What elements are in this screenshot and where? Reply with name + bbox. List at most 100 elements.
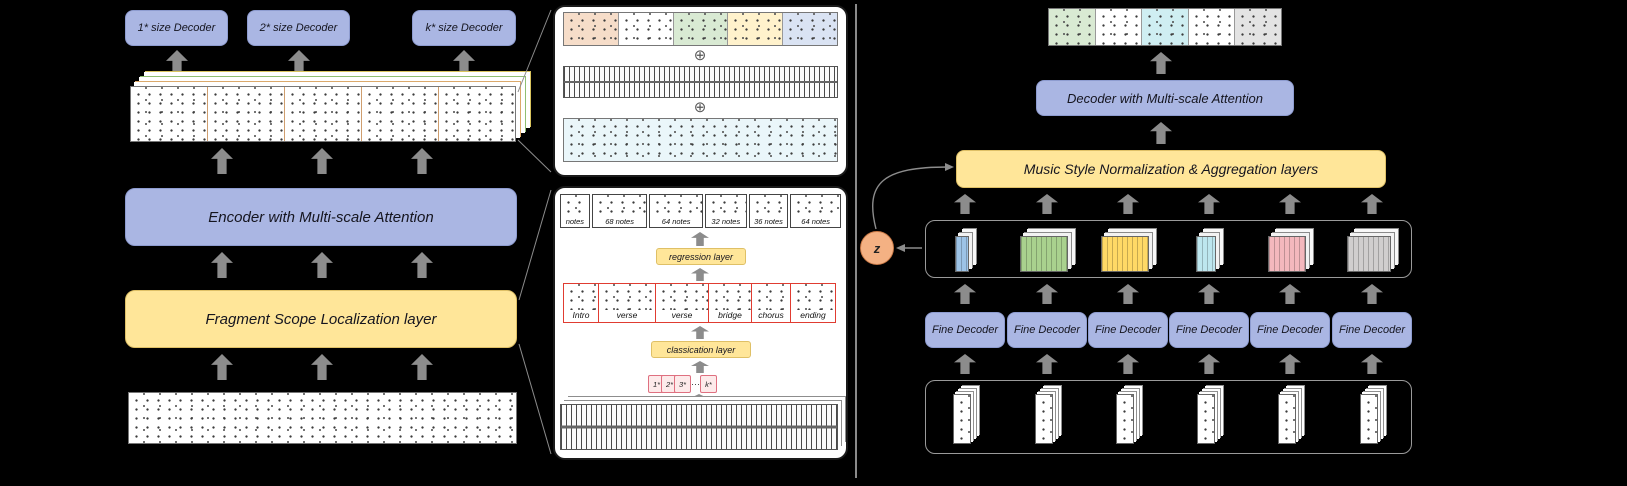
fragment-pages-stack: [1278, 394, 1296, 444]
output-score-strip: [1048, 8, 1282, 46]
score-segment: [285, 87, 362, 141]
fragment-item: 64 notes: [649, 194, 703, 228]
up-arrow-icon: [166, 50, 188, 76]
fragments-row: notes 68 notes 64 notes 32 notes 36 note…: [560, 194, 841, 228]
fine-decoder-label: Fine Decoder: [1175, 324, 1243, 336]
decoder-attention-label: Decoder with Multi-scale Attention: [1066, 90, 1264, 106]
fragment-score: [705, 195, 746, 217]
fragment-item: 68 notes: [591, 194, 648, 228]
style-embedding-box: [925, 220, 1412, 278]
section-item: Intro: [563, 283, 599, 323]
size-token: k*: [700, 375, 717, 393]
section-score: [752, 284, 790, 310]
fine-decoder-box: Fine Decoder: [1250, 312, 1330, 348]
fragment-note-label: 64 notes: [801, 217, 831, 226]
section-score: [599, 284, 655, 310]
style-segment: [728, 13, 784, 45]
up-arrow-icon: [1198, 354, 1220, 374]
style-stack-yellow: [1101, 236, 1149, 272]
fragment-item: 32 notes: [704, 194, 747, 228]
score-segment: [131, 87, 208, 141]
up-arrow-icon: [1117, 354, 1139, 374]
up-arrow-icon: [1198, 284, 1220, 304]
fine-decoder-box: Fine Decoder: [1332, 312, 1412, 348]
section-item: verse: [655, 283, 709, 323]
encoder-attention-box: Encoder with Multi-scale Attention: [125, 188, 517, 246]
fragment-score: [749, 195, 788, 217]
fragment-score: [650, 195, 702, 217]
fragment-localization-label: Fragment Scope Localization layer: [205, 310, 437, 328]
up-arrow-icon: [1279, 194, 1301, 214]
up-arrow-icon: [1036, 354, 1058, 374]
segmented-score-stack: [130, 86, 516, 142]
style-stack-green: [1020, 236, 1068, 272]
latent-z-node: z: [860, 231, 894, 265]
size-token: 3*: [674, 375, 691, 393]
up-arrow-icon: [453, 50, 475, 76]
size-token-stack: 1* 2* 3* ··· k*: [648, 375, 717, 393]
fragment-pages-box: [925, 380, 1412, 454]
fragment-pages-stack: [953, 394, 971, 444]
section-label: Intro: [572, 310, 590, 320]
up-arrow-icon: [1361, 354, 1383, 374]
up-arrow-icon: [311, 148, 333, 174]
up-arrow-icon: [411, 148, 433, 174]
size-decoder-1-box: 1* size Decoder: [125, 10, 228, 46]
fragment-note-label: 68 notes: [605, 217, 634, 226]
fragment-score: [592, 195, 647, 217]
score-segment: [439, 87, 515, 141]
style-stack-blue: [955, 236, 969, 272]
plus-circle-icon: ⊕: [693, 99, 707, 116]
section-label: chorus: [758, 310, 784, 320]
size-token-label: 1*: [652, 379, 661, 389]
output-segment: [1142, 9, 1189, 45]
regression-layer-box: regression layer: [656, 248, 746, 265]
fragment-pages-stack: [1035, 394, 1053, 444]
up-arrow-icon: [1198, 194, 1220, 214]
section-label: ending: [800, 310, 826, 320]
fragment-note-label: notes: [565, 217, 585, 226]
output-segment: [1235, 9, 1281, 45]
size-token-label: k*: [705, 379, 712, 389]
section-label: verse: [616, 310, 638, 320]
pianoroll-strip: [563, 66, 838, 98]
up-arrow-icon: [691, 394, 707, 403]
style-segment: [618, 13, 674, 45]
ellipsis-icon: ···: [687, 375, 704, 393]
fragment-note-label: 36 notes: [754, 217, 783, 226]
up-arrow-icon: [1361, 284, 1383, 304]
fine-decoder-label: Fine Decoder: [931, 324, 999, 336]
fragment-item: 64 notes: [790, 194, 841, 228]
up-arrow-icon: [211, 252, 233, 278]
up-arrow-icon: [1150, 52, 1172, 74]
style-stack-cyan: [1196, 236, 1216, 272]
up-arrow-icon: [1361, 194, 1383, 214]
size-token-label: 2*: [665, 379, 674, 389]
fine-decoder-label: Fine Decoder: [1013, 324, 1081, 336]
up-arrow-icon: [1117, 284, 1139, 304]
size-token: 1*: [648, 375, 665, 393]
section-score: [564, 284, 598, 310]
style-stack-pink: [1268, 236, 1306, 272]
size-decoder-2-box: 2* size Decoder: [247, 10, 350, 46]
input-score-image: [128, 392, 517, 444]
section-strip: Intro verse verse bridge chorus ending: [563, 283, 838, 323]
panel-divider: [855, 4, 857, 478]
fragment-note-label: 32 notes: [711, 217, 741, 226]
style-segment: [564, 13, 619, 45]
size-decoder-2-label: 2* size Decoder: [259, 22, 338, 34]
up-arrow-icon: [211, 148, 233, 174]
section-item: ending: [790, 283, 836, 323]
size-decoder-1-label: 1* size Decoder: [137, 22, 216, 34]
fragment-localization-box: Fragment Scope Localization layer: [125, 290, 517, 348]
classification-layer-box: classication layer: [651, 341, 751, 358]
size-decoder-k-box: k* size Decoder: [412, 10, 516, 46]
fragment-item: 36 notes: [748, 194, 789, 228]
up-arrow-icon: [954, 354, 976, 374]
up-arrow-icon: [1036, 194, 1058, 214]
classification-layer-label: classication layer: [666, 344, 736, 355]
fine-decoder-box: Fine Decoder: [1088, 312, 1168, 348]
fine-decoder-label: Fine Decoder: [1094, 324, 1162, 336]
fragment-pages-stack: [1116, 394, 1134, 444]
output-segment: [1049, 9, 1096, 45]
